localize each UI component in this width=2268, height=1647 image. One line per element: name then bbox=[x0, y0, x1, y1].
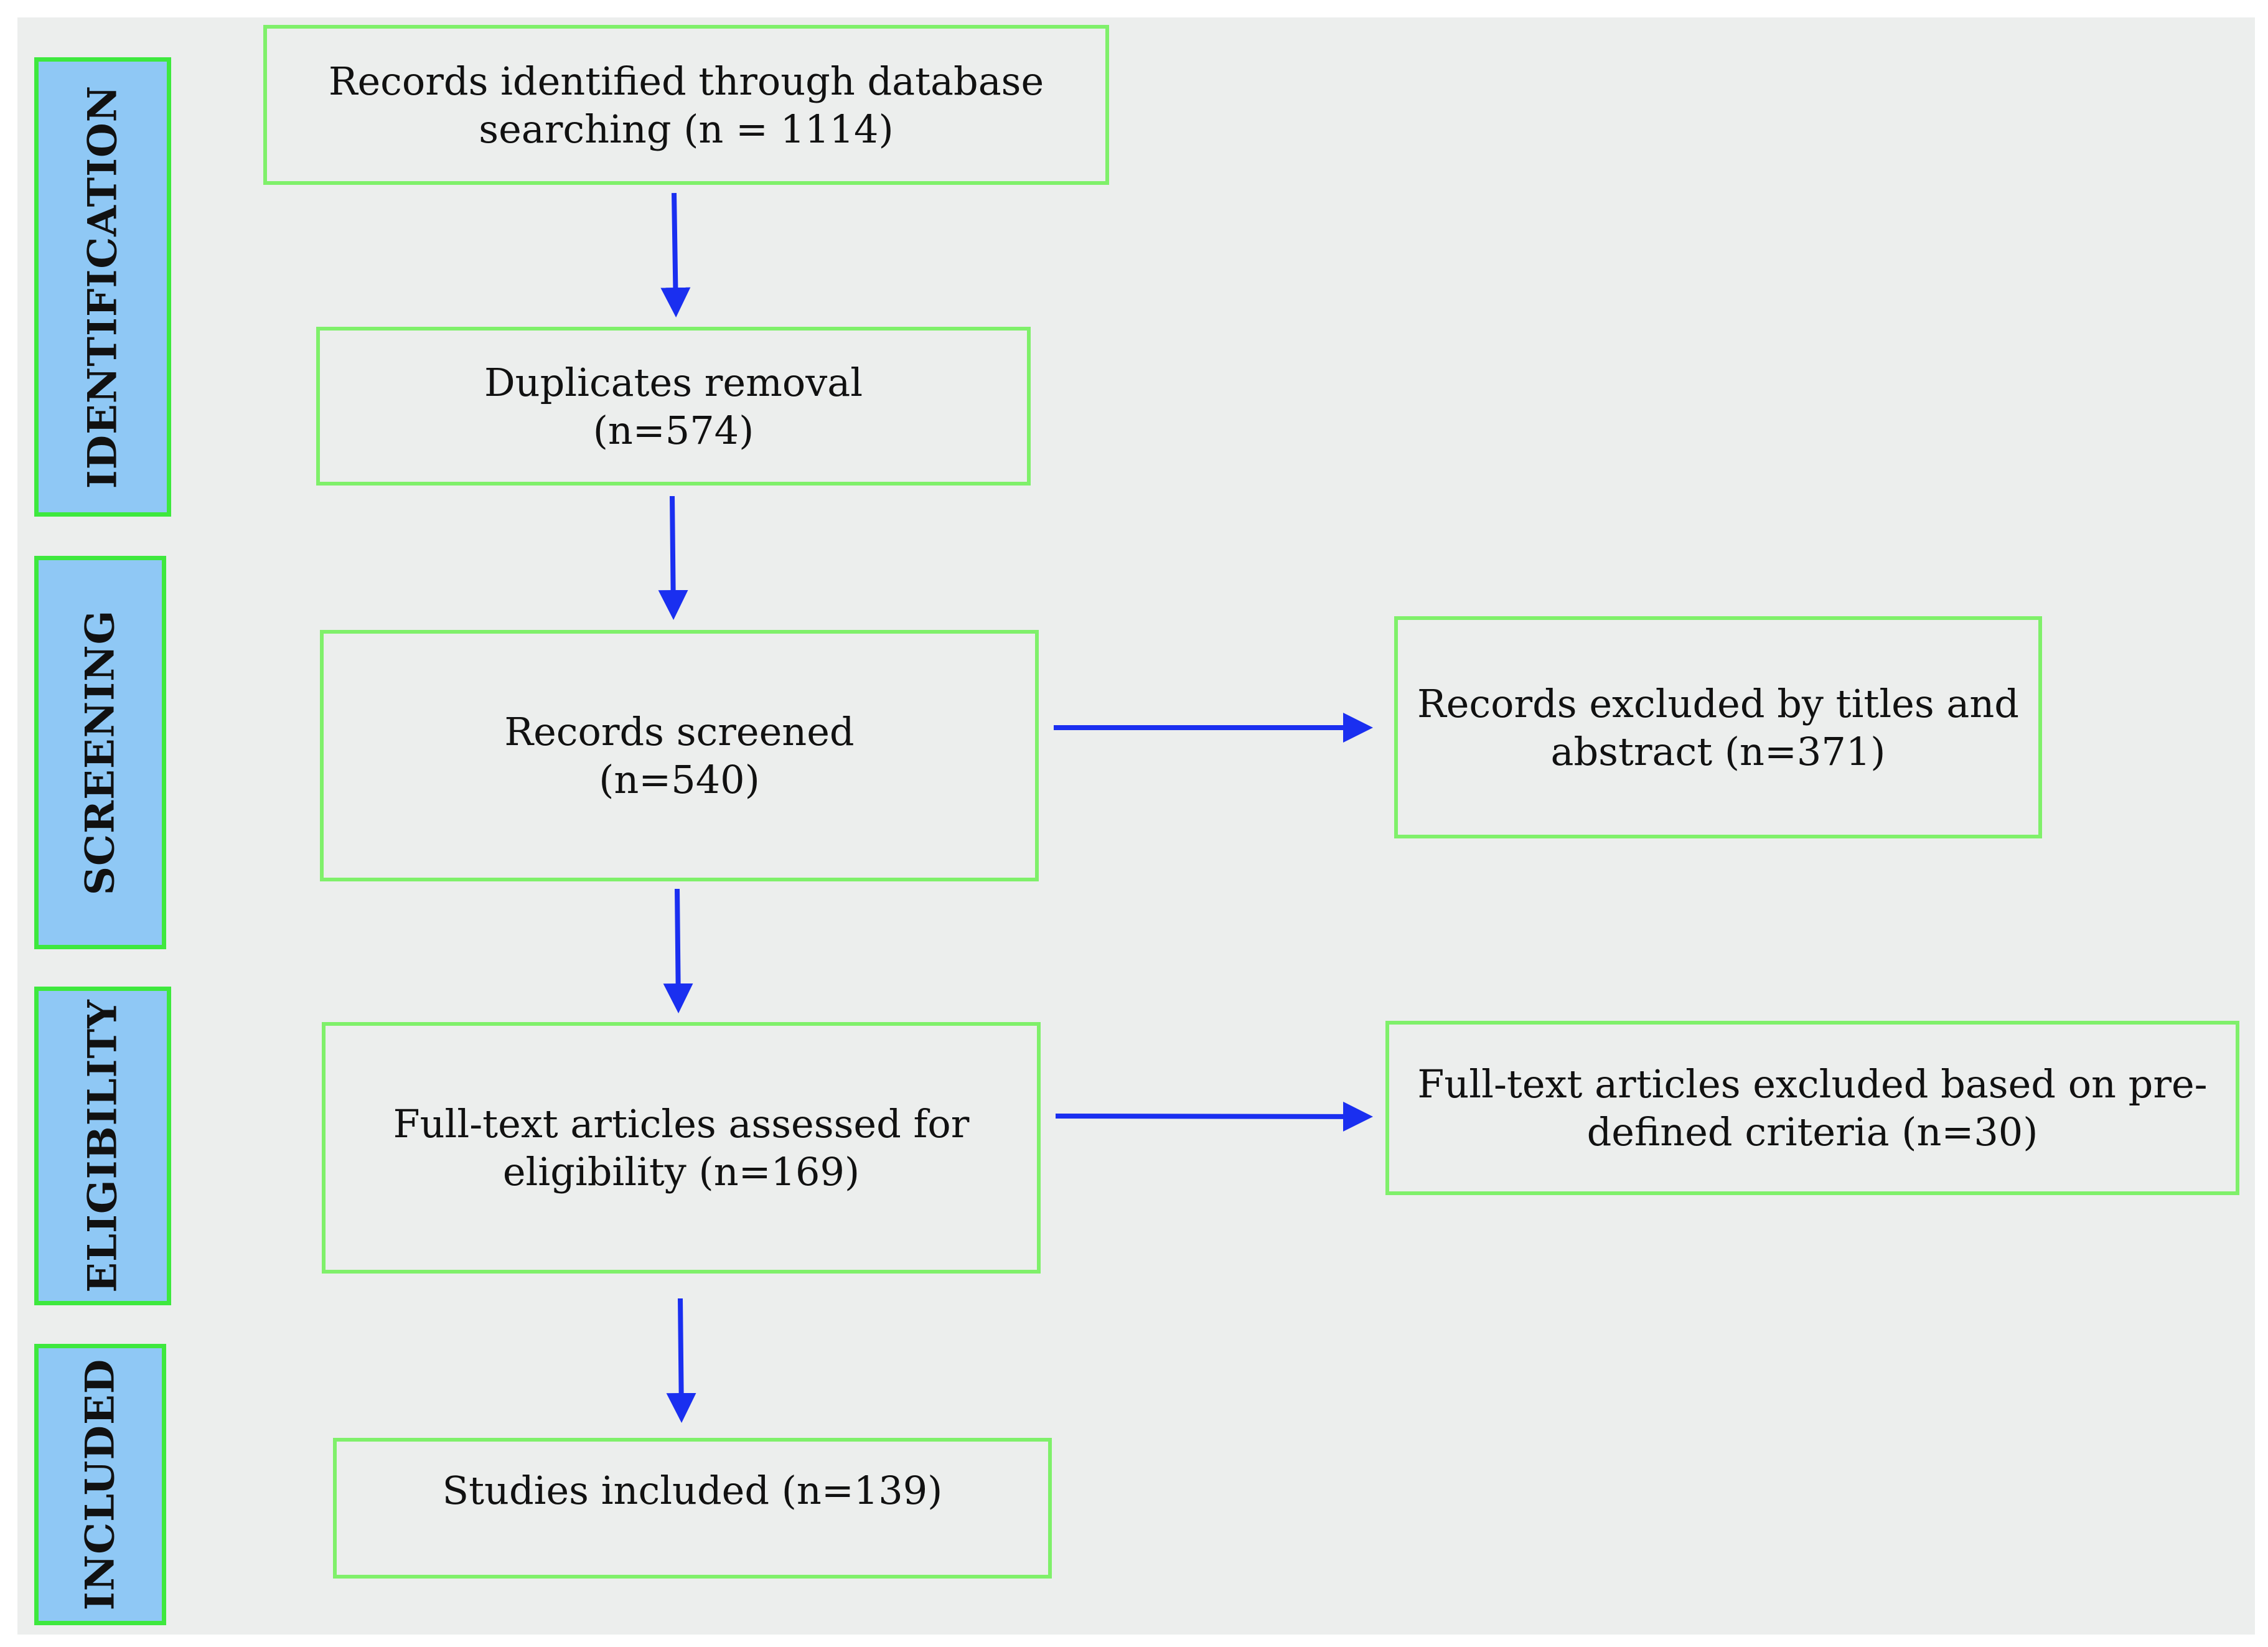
box-records-identified: Records identified through database sear… bbox=[263, 25, 1109, 185]
box-records-screened: Records screened (n=540) bbox=[320, 630, 1039, 881]
box-records-excluded-line1: Records excluded by titles and bbox=[1417, 680, 2019, 726]
box-records-screened-text: Records screened (n=540) bbox=[504, 708, 854, 804]
box-studies-included-text: Studies included (n=139) bbox=[443, 1466, 943, 1514]
arrow-fulltext-to-excluded bbox=[1055, 1101, 1373, 1132]
box-records-excluded-line2: abstract (n=371) bbox=[1550, 728, 1886, 774]
arrow-fulltext-to-included bbox=[666, 1298, 696, 1423]
box-records-identified-text: Records identified through database sear… bbox=[329, 57, 1044, 153]
box-records-identified-line1: Records identified through database bbox=[328, 58, 1044, 104]
box-records-identified-line2: searching (n = 1114) bbox=[479, 106, 894, 152]
box-fulltext-assessed-text: Full-text articles assessed for eligibil… bbox=[393, 1100, 970, 1196]
box-fulltext-assessed-line1: Full-text articles assessed for bbox=[393, 1101, 970, 1147]
arrow-identified-to-duplicates bbox=[660, 192, 691, 317]
box-fulltext-excluded-line2: defined criteria (n=30) bbox=[1586, 1109, 2038, 1155]
stage-included: INCLUDED bbox=[34, 1344, 166, 1625]
box-duplicates-removal-line2: (n=574) bbox=[593, 407, 754, 453]
box-fulltext-excluded-line1: Full-text articles excluded based on pre… bbox=[1417, 1061, 2208, 1107]
box-duplicates-removal-text: Duplicates removal (n=574) bbox=[484, 359, 863, 454]
box-records-screened-line1: Records screened bbox=[504, 709, 855, 754]
box-records-excluded: Records excluded by titles and abstract … bbox=[1394, 616, 2042, 838]
box-records-screened-line2: (n=540) bbox=[599, 757, 760, 802]
arrow-duplicates-to-screened bbox=[658, 495, 688, 620]
stage-eligibility: ELIGIBILITY bbox=[34, 987, 171, 1305]
stage-identification: IDENTIFICATION bbox=[34, 57, 171, 517]
stage-screening: SCREENING bbox=[34, 556, 166, 949]
box-duplicates-removal-line1: Duplicates removal bbox=[484, 359, 863, 405]
box-fulltext-assessed: Full-text articles assessed for eligibil… bbox=[322, 1022, 1041, 1274]
box-duplicates-removal: Duplicates removal (n=574) bbox=[316, 327, 1031, 486]
box-fulltext-excluded: Full-text articles excluded based on pre… bbox=[1385, 1021, 2239, 1195]
box-studies-included: Studies included (n=139) bbox=[333, 1438, 1052, 1579]
arrow-screened-to-fulltext bbox=[663, 888, 693, 1013]
box-fulltext-assessed-line2: eligibility (n=169) bbox=[502, 1149, 860, 1194]
box-records-excluded-text: Records excluded by titles and abstract … bbox=[1417, 680, 2019, 776]
box-studies-included-line1: Studies included (n=139) bbox=[442, 1468, 943, 1513]
box-fulltext-excluded-text: Full-text articles excluded based on pre… bbox=[1417, 1060, 2207, 1156]
